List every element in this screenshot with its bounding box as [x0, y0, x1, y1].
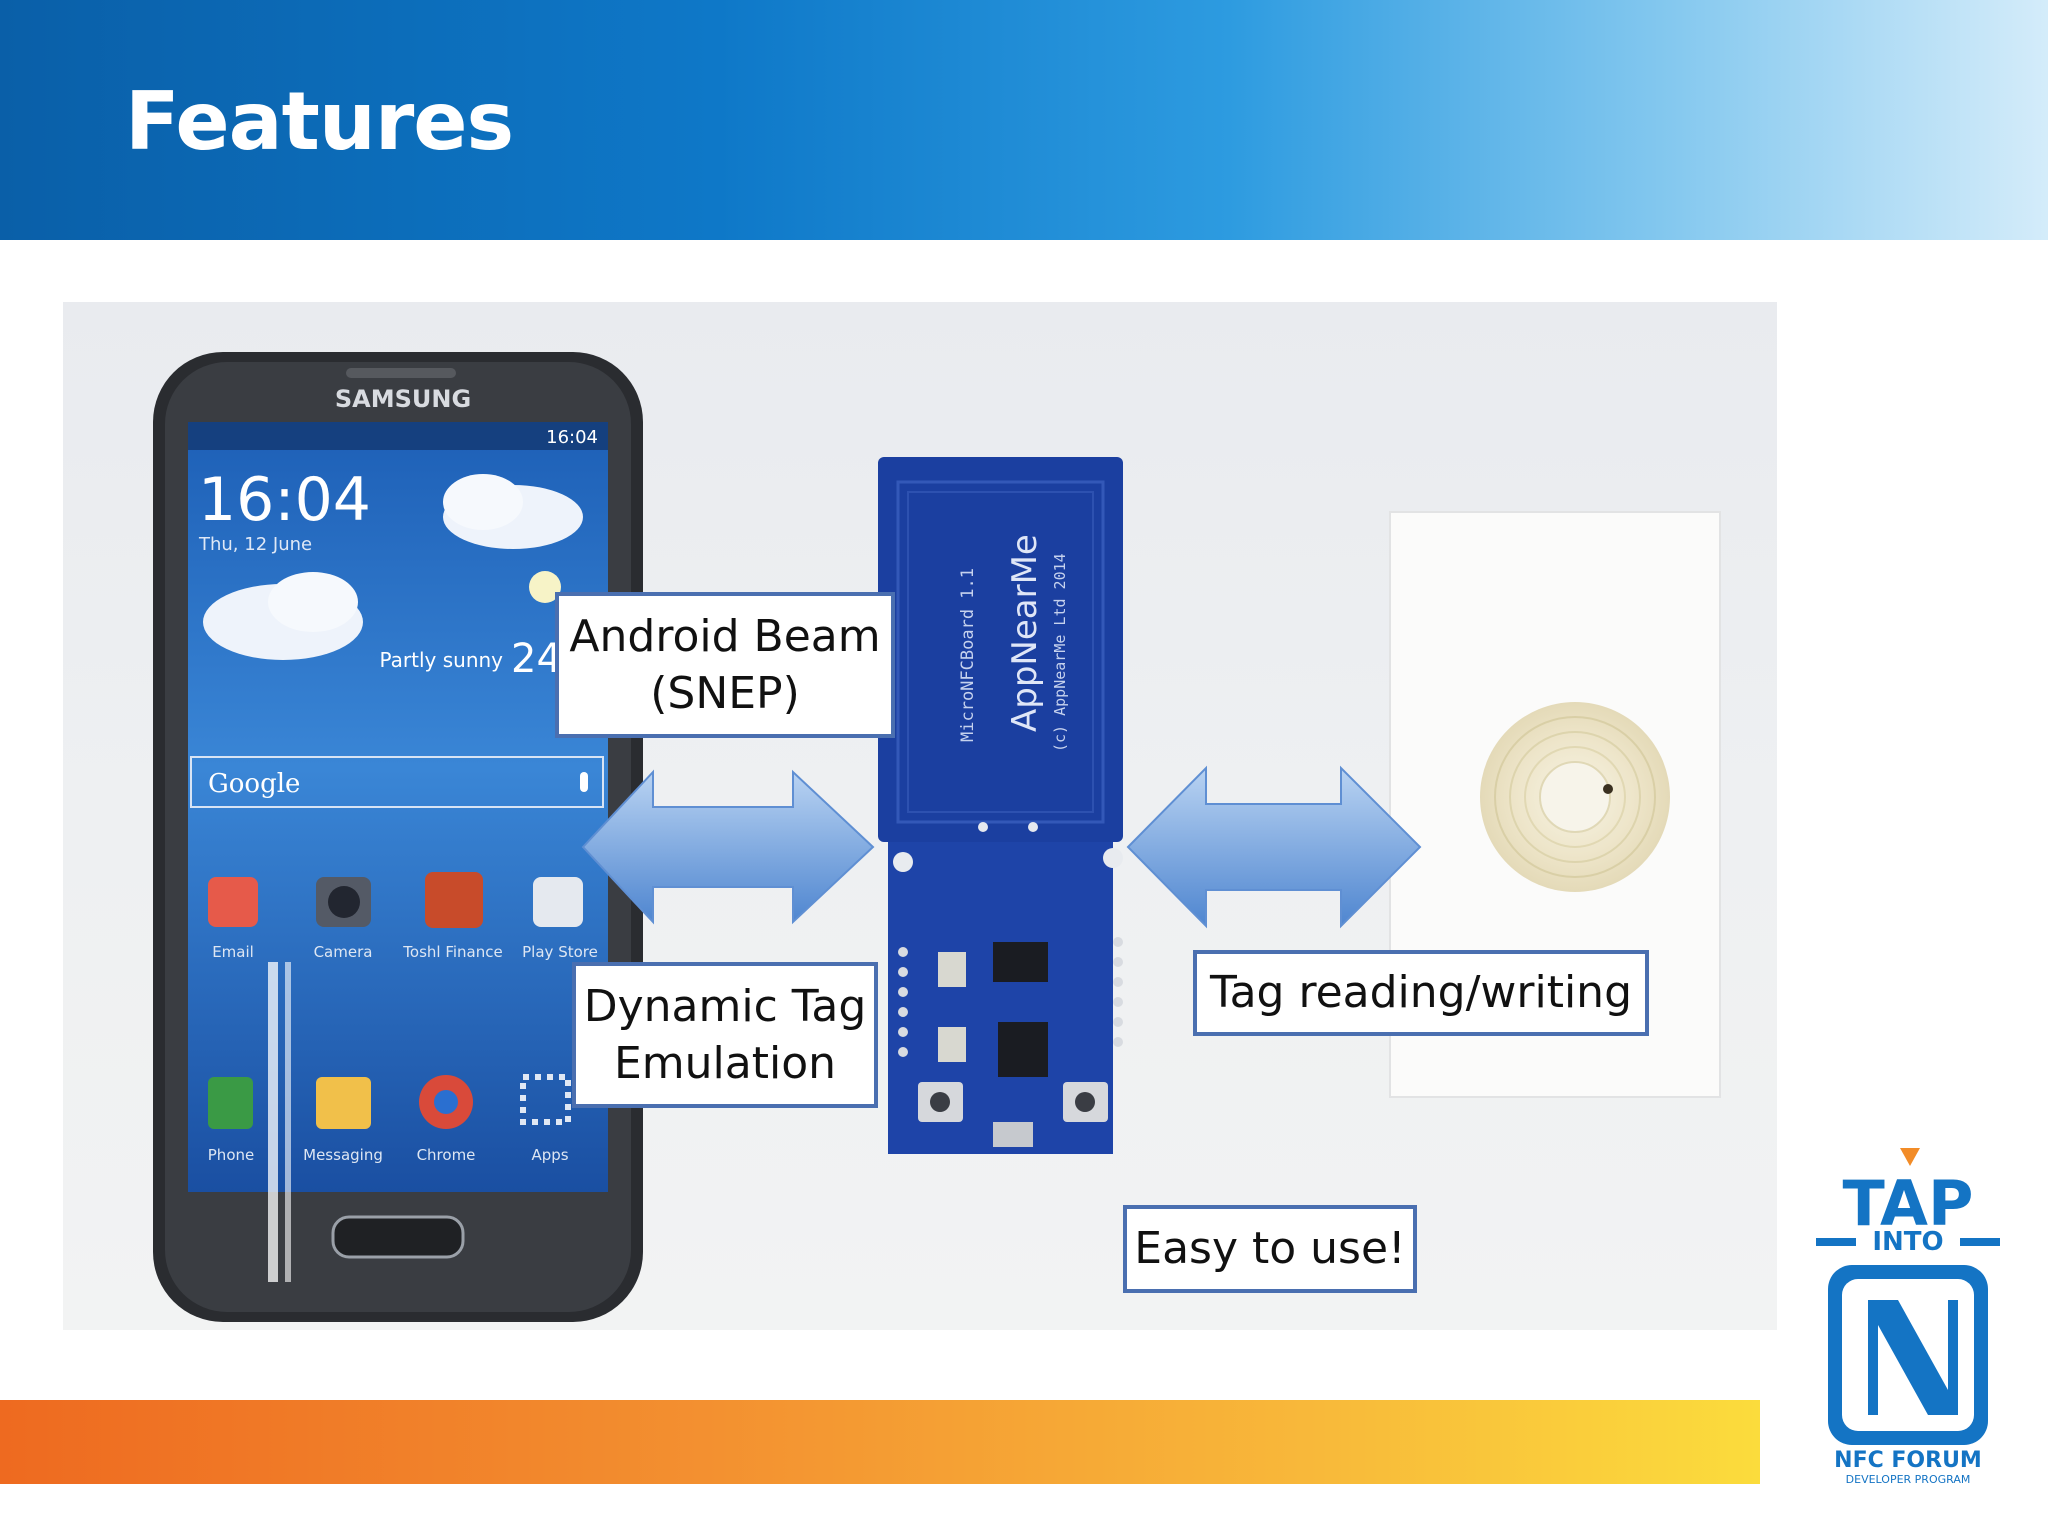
title-banner: Features	[0, 0, 2048, 240]
logo-triangle	[1900, 1148, 1920, 1166]
logo-tap-text: TAP	[1843, 1167, 1974, 1240]
callout-dynamic-tag: Dynamic Tag Emulation	[572, 962, 878, 1108]
dock-label-chrome: Chrome	[417, 1146, 476, 1164]
phone-clock-text: 16:04	[198, 465, 371, 535]
phone-date-text: Thu, 12 June	[198, 534, 312, 555]
photo-illustration: SAMSUNG 16:04 16:04 Thu, 12 June Partly …	[153, 352, 1721, 1322]
weather-text: Partly sunny	[379, 648, 503, 672]
dock-label-messaging: Messaging	[303, 1146, 383, 1164]
beam-double-arrow	[581, 769, 875, 925]
product-photo: SAMSUNG 16:04 16:04 Thu, 12 June Partly …	[63, 302, 1777, 1330]
app-label-camera: Camera	[314, 943, 373, 961]
callout-tag-reading-writing-text: Tag reading/writing	[1209, 967, 1633, 1019]
callout-dynamic-tag-text: Dynamic Tag Emulation	[583, 980, 867, 1089]
callout-android-beam: Android Beam (SNEP)	[555, 592, 895, 738]
phone-brand-text: SAMSUNG	[335, 385, 471, 413]
app-label-toshl: Toshl Finance	[402, 943, 502, 961]
dock-label-apps: Apps	[531, 1146, 568, 1164]
nfc-forum-logo: TAP INTO NFC FORUM DEVELOPER PROGRAM	[1816, 1148, 2000, 1485]
callout-tag-reading-writing: Tag reading/writing	[1193, 950, 1649, 1036]
tag-double-arrow	[1126, 765, 1422, 929]
status-time-text: 16:04	[546, 427, 598, 448]
board-copyright-text: (c) AppNearMe Ltd 2014	[1051, 553, 1069, 752]
logo-forum-text: NFC FORUM	[1834, 1448, 1982, 1473]
board-model-text: MicroNFCBoard 1.1	[958, 568, 978, 742]
logo-into-text: INTO	[1872, 1227, 1943, 1257]
app-label-email: Email	[212, 943, 254, 961]
google-search-label: Google	[208, 769, 300, 799]
callout-easy-to-use-text: Easy to use!	[1134, 1223, 1406, 1275]
callout-android-beam-text: Android Beam (SNEP)	[569, 610, 881, 719]
board-brand-text: AppNearMe	[1005, 534, 1045, 732]
logo-program-text: DEVELOPER PROGRAM	[1846, 1473, 1971, 1485]
callout-easy-to-use: Easy to use!	[1123, 1205, 1417, 1293]
nfc-board: MicroNFCBoard 1.1 AppNearMe (c) AppNearM…	[878, 457, 1123, 1154]
smartphone: SAMSUNG 16:04 16:04 Thu, 12 June Partly …	[153, 352, 643, 1322]
slide-title: Features	[125, 75, 514, 168]
dock-label-phone: Phone	[208, 1146, 254, 1164]
temperature-text: 24	[511, 636, 562, 682]
footer-bar	[0, 1400, 1760, 1484]
app-label-play-store: Play Store	[522, 943, 598, 961]
